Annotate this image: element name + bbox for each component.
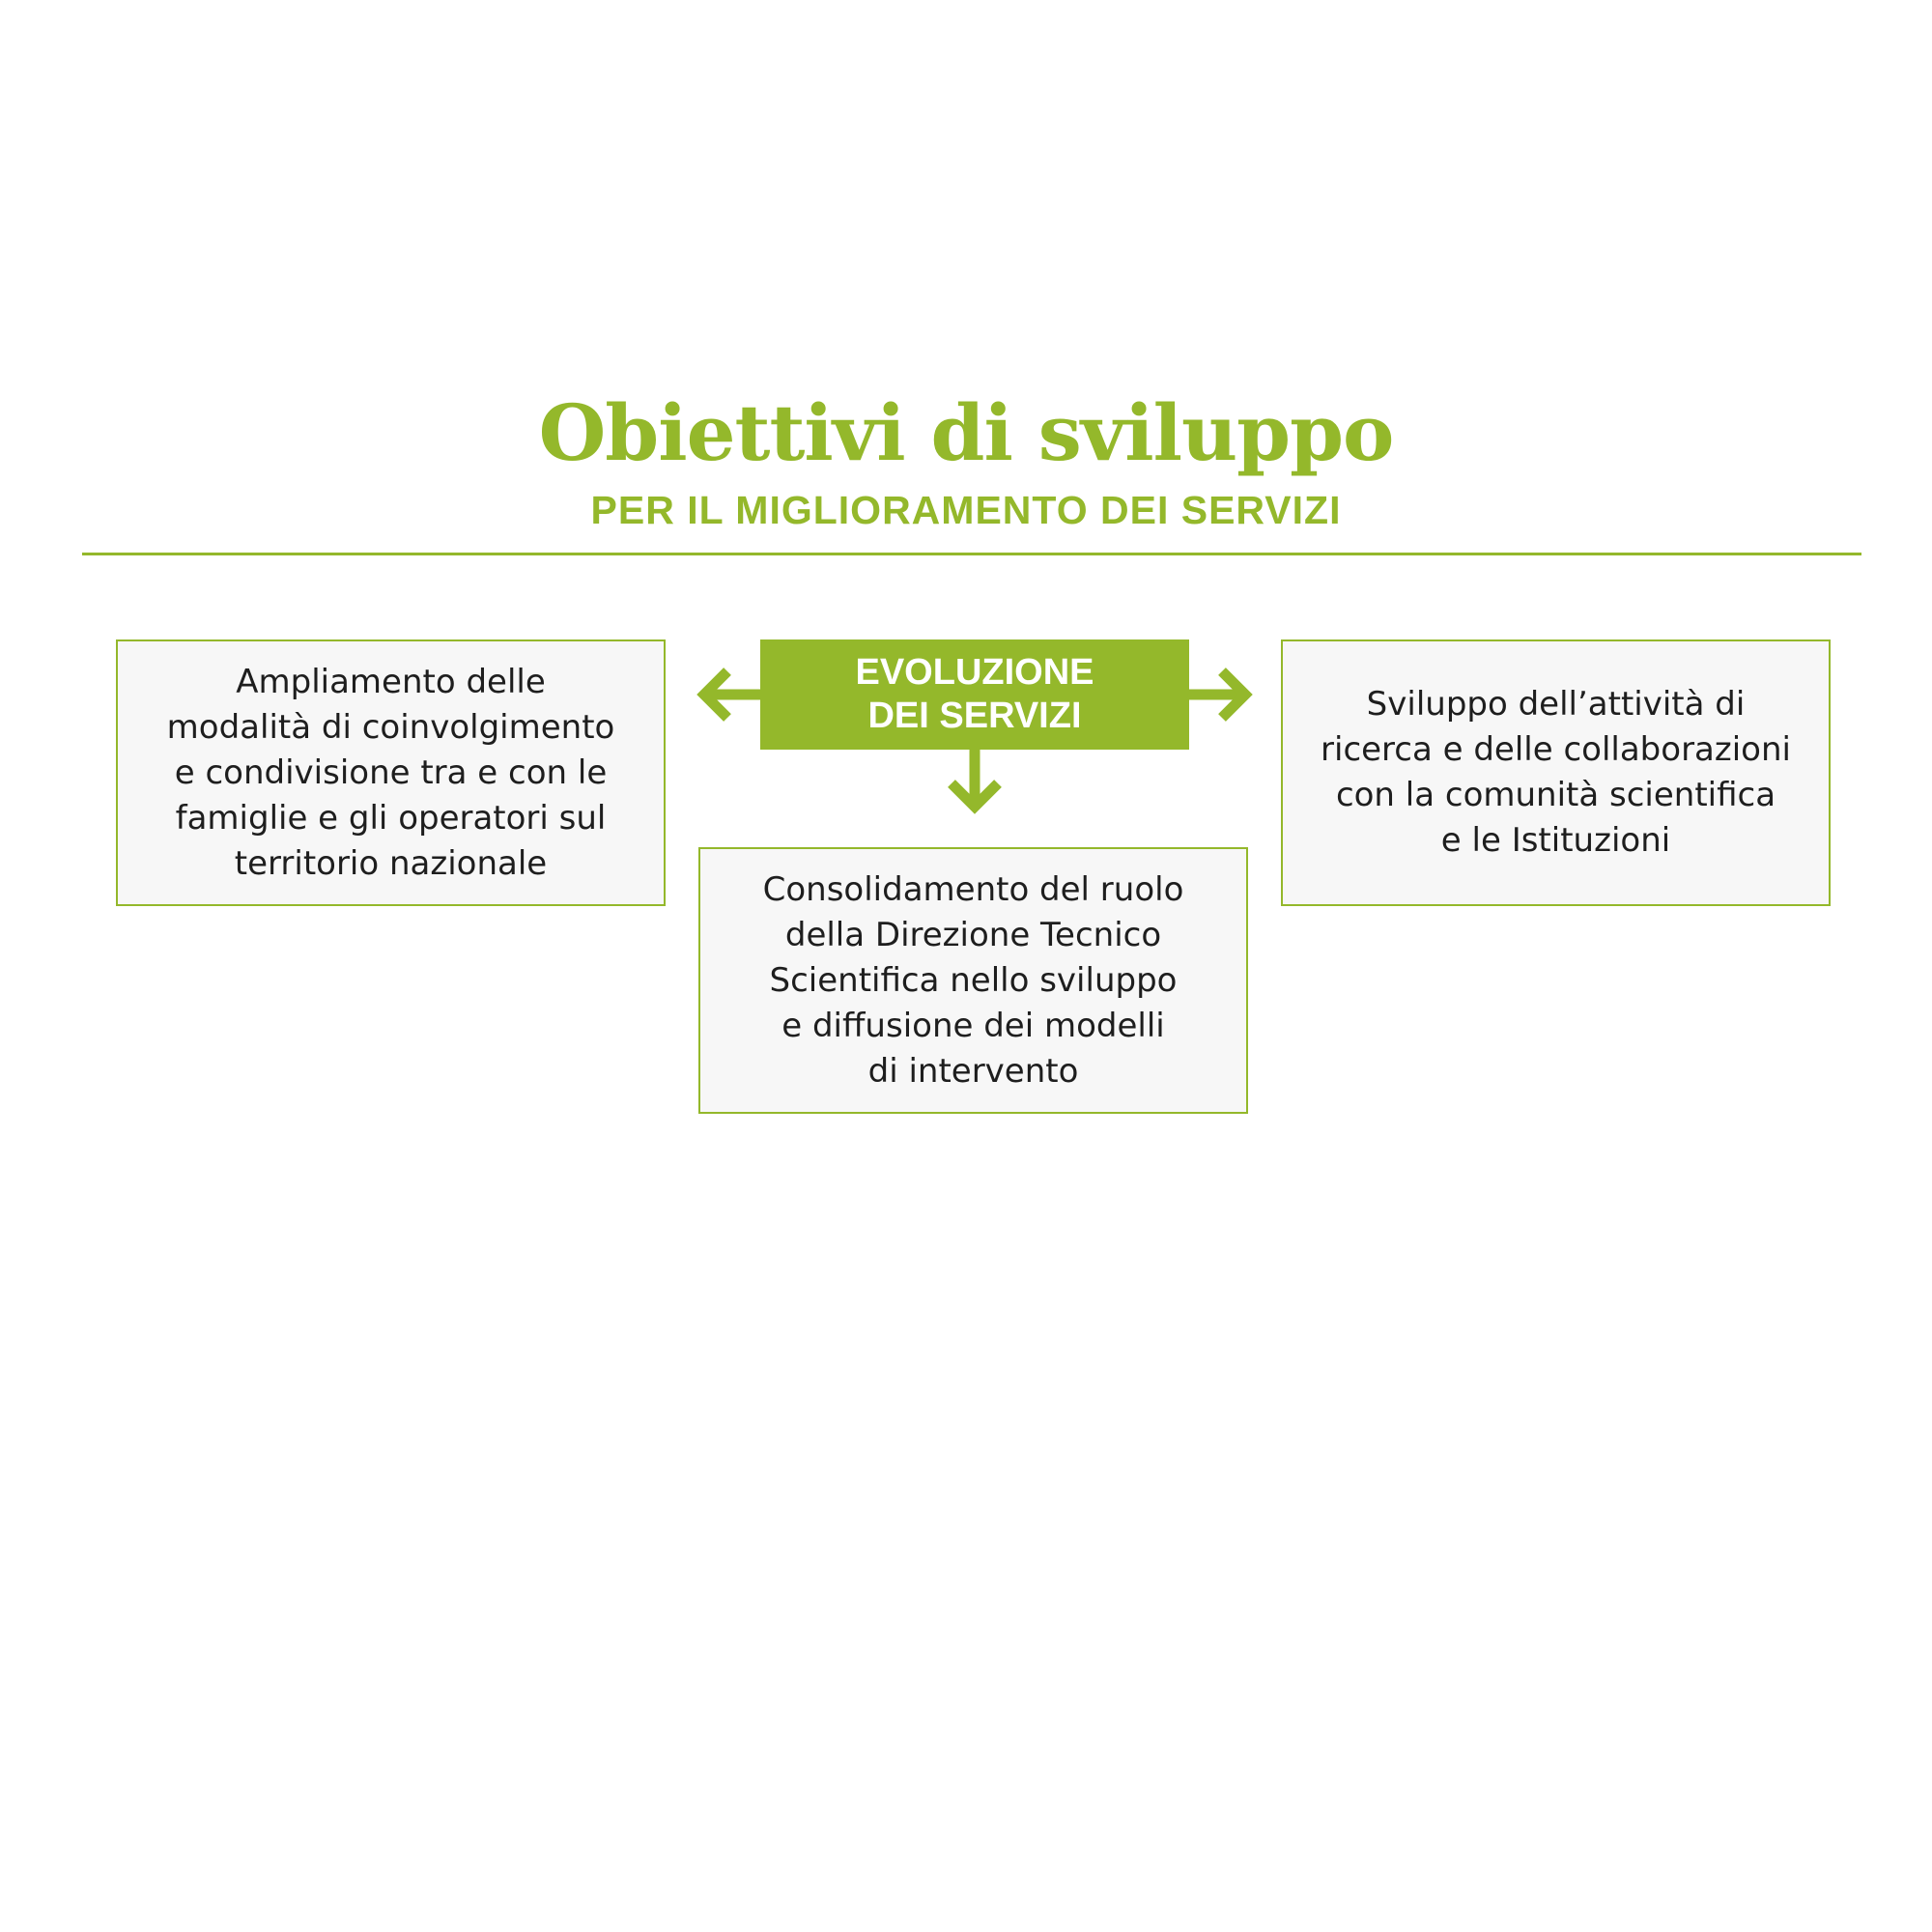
arrow-left-icon <box>696 668 760 722</box>
center-node-label: EVOLUZIONE DEI SERVIZI <box>855 652 1094 736</box>
arrow-right-icon <box>1189 668 1253 722</box>
right-objective-box: Sviluppo dell’attività di ricerca e dell… <box>1281 639 1831 906</box>
left-objective-box: Ampliamento delle modalità di coinvolgim… <box>116 639 666 906</box>
left-objective-text: Ampliamento delle modalità di coinvolgim… <box>166 662 615 883</box>
bottom-objective-text: Consolidamento del ruolo della Direzione… <box>762 869 1184 1091</box>
right-objective-text: Sviluppo dell’attività di ricerca e dell… <box>1321 685 1791 860</box>
arrow-down-icon <box>948 750 1002 814</box>
bottom-objective-box: Consolidamento del ruolo della Direzione… <box>698 847 1248 1114</box>
center-node-evoluzione-servizi: EVOLUZIONE DEI SERVIZI <box>760 639 1189 750</box>
page-subtitle: PER IL MIGLIORAMENTO DEI SERVIZI <box>590 488 1342 532</box>
title-divider <box>82 553 1861 555</box>
page-title: Obiettivi di sviluppo <box>538 387 1395 478</box>
